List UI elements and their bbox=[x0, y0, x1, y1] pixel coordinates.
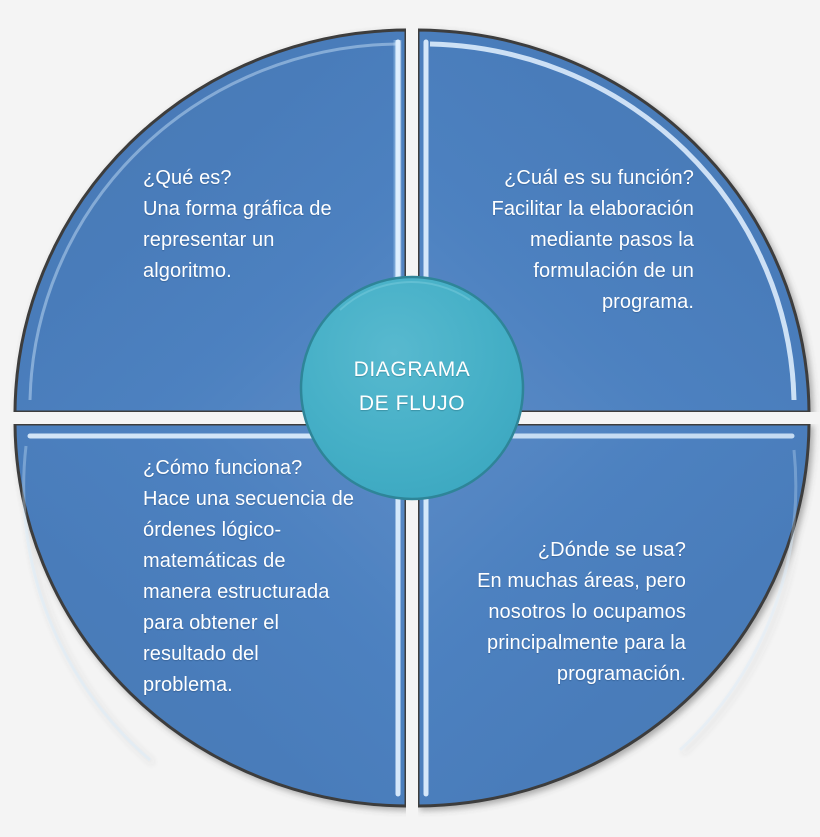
center-hub[interactable] bbox=[299, 275, 525, 501]
quadrant-bottom-left[interactable] bbox=[13, 424, 406, 808]
quadrant-top-left-label: ¿Qué es? Una forma gráfica de representa… bbox=[143, 167, 332, 282]
quadrant-top-right-label: ¿Cuál es su función? Facilitar la elabor… bbox=[491, 167, 694, 313]
quadrant-top-left[interactable] bbox=[13, 28, 406, 412]
quadrant-bottom-right-label: ¿Dónde se usa? En muchas áreas, pero nos… bbox=[477, 539, 686, 685]
quadrant-bottom-left-label: ¿Cómo funciona? Hace una secuencia de ór… bbox=[143, 457, 355, 696]
center-hub-label-line1: DIAGRAMA bbox=[353, 358, 471, 381]
quadrant-top-right[interactable] bbox=[418, 28, 811, 412]
center-hub-label-line2: DE FLUJO bbox=[358, 392, 466, 415]
center-hub-label: DIAGRAMA DE FLUJO bbox=[312, 353, 512, 421]
